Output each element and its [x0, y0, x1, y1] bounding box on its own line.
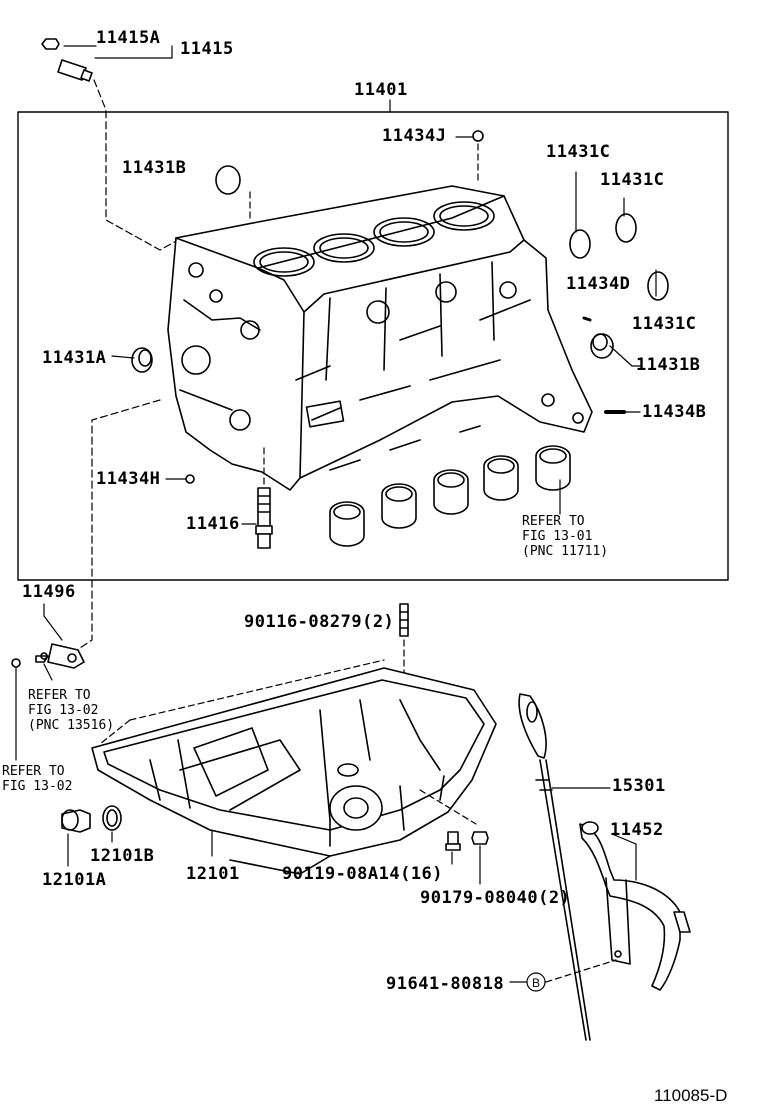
bracket-11496-part [35, 643, 85, 669]
stud-bolt-part [399, 603, 409, 637]
label-90179-08040: 90179-08040(2) [420, 888, 571, 908]
crankshaft-bearing-parts [329, 445, 571, 547]
label-11434h: 11434H [96, 469, 161, 489]
oil-pan-nut-part [471, 831, 489, 845]
refer-fig-13-02-note: REFER TO FIG 13-02 [2, 764, 73, 794]
diagram-id: 110085-D [654, 1086, 728, 1105]
drain-plug-gasket-part [102, 805, 122, 831]
refer-fig-13-01-note: REFER TO FIG 13-01 (PNC 11711) [522, 514, 609, 559]
label-11434j: 11434J [382, 126, 447, 146]
expansion-plug-parts [131, 165, 669, 373]
label-11452: 11452 [610, 820, 664, 840]
label-11431c-2: 11431C [600, 170, 665, 190]
label-11431b-right: 11431B [636, 355, 701, 375]
label-11415: 11415 [180, 39, 234, 59]
bolt-marker-letter: B [532, 976, 540, 990]
label-90119-08a14: 90119-08A14(16) [282, 864, 444, 884]
label-11401: 11401 [354, 80, 408, 100]
oil-pan-bolt-part [445, 831, 461, 851]
label-91641-80818: 91641-80818 [386, 974, 505, 994]
label-11431b-top: 11431B [122, 158, 187, 178]
bolt-11416-part [255, 487, 273, 549]
label-11431c-1: 11431C [546, 142, 611, 162]
refer-fig-13-02-pnc-note: REFER TO FIG 13-02 (PNC 13516) [28, 688, 115, 733]
label-12101a: 12101A [42, 870, 107, 890]
label-12101b: 12101B [90, 846, 155, 866]
oil-dipstick-part [518, 693, 591, 1041]
label-11434d: 11434D [566, 274, 631, 294]
dipstick-guide-part [579, 821, 691, 991]
label-11431c-3: 11431C [632, 314, 697, 334]
label-12101: 12101 [186, 864, 240, 884]
label-11416: 11416 [186, 514, 240, 534]
oil-pressure-switch-part [41, 38, 93, 82]
oil-pan-part [91, 659, 497, 875]
label-11434b: 11434B [642, 402, 707, 422]
label-11496: 11496 [22, 582, 76, 602]
label-11431a: 11431A [42, 348, 107, 368]
label-11415a: 11415A [96, 28, 161, 48]
label-15301: 15301 [612, 776, 666, 796]
drain-plug-part [61, 809, 91, 833]
bolt-marker-circle [526, 972, 546, 992]
cylinder-block-part [167, 185, 593, 491]
label-90116-08279: 90116-08279(2) [244, 612, 395, 632]
cylinder-block-frame [17, 111, 729, 581]
